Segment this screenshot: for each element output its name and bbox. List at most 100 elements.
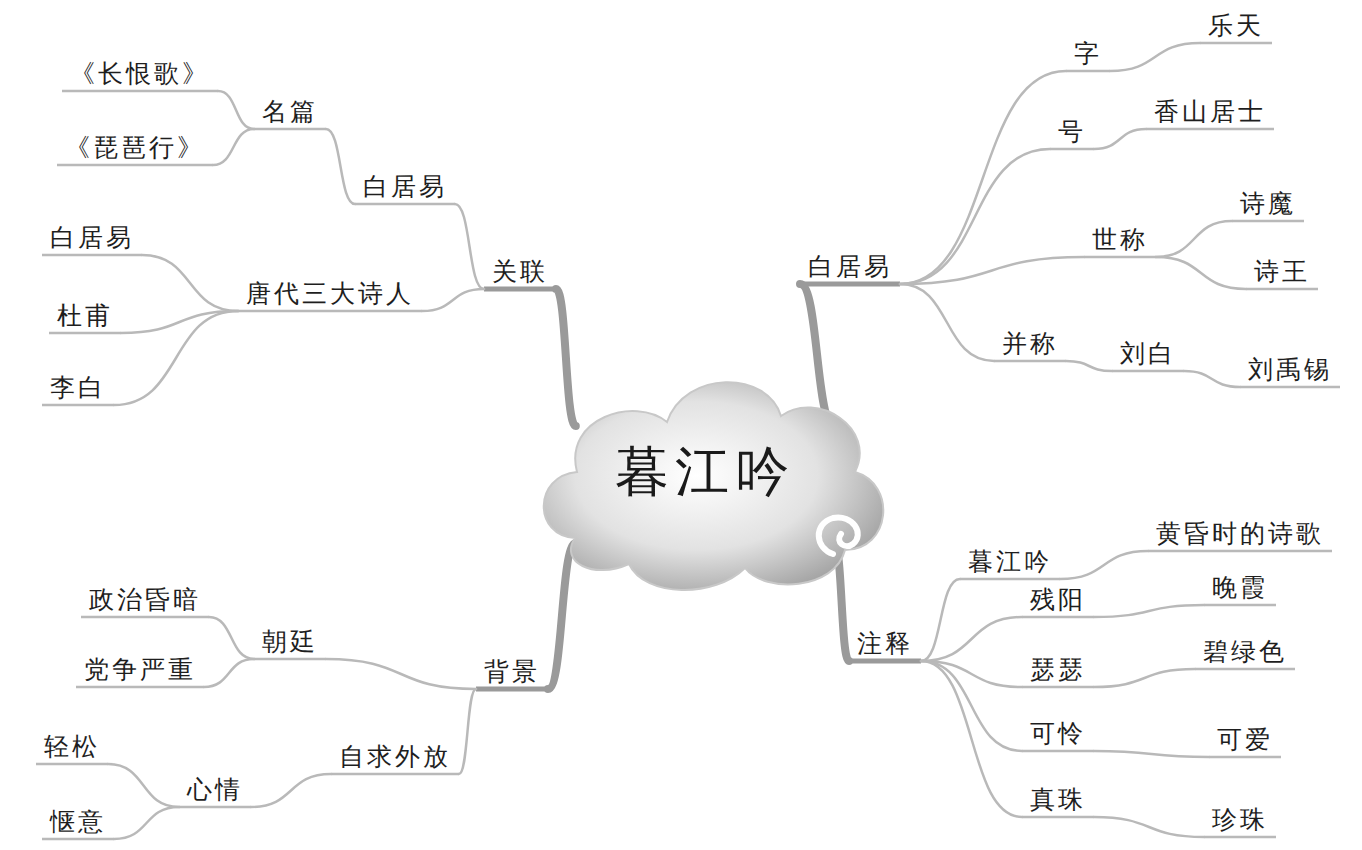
branch-topic: 朝廷 [254, 627, 326, 660]
branch-topic: 唐代三大诗人 [238, 279, 422, 312]
central-topic: 暮江吟 [515, 348, 895, 608]
topic-underline [1246, 288, 1318, 291]
topic-underline [355, 203, 455, 206]
topic-underline [179, 806, 251, 809]
topic-underline [1204, 836, 1276, 839]
sub-branch [921, 661, 1022, 817]
topic-text: 《长恨歌》 [70, 59, 210, 88]
branch-topic: 背景 [476, 657, 548, 690]
branch-topic: 名篇 [254, 97, 326, 130]
topic-underline [81, 616, 209, 619]
branch-topic: 世称 [1084, 225, 1156, 258]
branch-topic: 可爱 [1209, 725, 1281, 758]
central-title: 暮江吟 [515, 440, 895, 504]
sub-branch [326, 659, 476, 689]
sub-branch [1156, 257, 1246, 289]
topic-text: 惬意 [50, 807, 106, 836]
sub-branch [251, 774, 331, 807]
topic-text: 乐天 [1208, 11, 1264, 40]
branch-topic: 碧绿色 [1195, 637, 1295, 670]
topic-text: 自求外放 [339, 742, 451, 771]
sub-branch [1094, 129, 1146, 149]
topic-underline [1232, 220, 1304, 223]
branch-topic: 轻松 [36, 732, 108, 765]
sub-branch [1094, 817, 1204, 837]
sub-branch [422, 289, 484, 311]
topic-underline [484, 287, 556, 292]
topic-underline [36, 763, 108, 766]
branch-topic: 白居易 [42, 223, 142, 256]
topic-underline [254, 658, 326, 661]
topic-underline [1050, 148, 1094, 151]
topic-text: 轻松 [44, 732, 100, 761]
topic-text: 朝廷 [262, 627, 318, 656]
branch-topic: 号 [1050, 117, 1094, 150]
topic-underline [49, 332, 121, 335]
topic-underline [1066, 70, 1110, 73]
topic-underline [76, 686, 204, 689]
sub-branch [114, 311, 238, 405]
topic-text: 可爱 [1217, 725, 1273, 754]
branch-topic: 心情 [179, 775, 251, 808]
topic-text: 世称 [1092, 225, 1148, 254]
branch-topic: 乐天 [1200, 11, 1272, 44]
topic-underline [254, 128, 326, 131]
topic-underline [1148, 550, 1332, 553]
sub-branch [900, 284, 994, 361]
topic-underline [994, 360, 1066, 363]
topic-text: 字 [1074, 39, 1102, 68]
sub-branch [900, 71, 1066, 284]
topic-underline [42, 404, 114, 407]
branch-topic: 晚霞 [1204, 573, 1276, 606]
topic-text: 背景 [484, 657, 540, 686]
topic-underline [1209, 756, 1281, 759]
topic-text: 党争严重 [84, 655, 196, 684]
sub-branch [209, 617, 254, 659]
topic-underline [1204, 604, 1276, 607]
topic-text: 白居易 [363, 172, 447, 201]
topic-text: 白居易 [808, 252, 892, 281]
branch-topic: 自求外放 [331, 742, 459, 775]
branch-topic: 残阳 [1022, 585, 1094, 618]
sub-branch [1094, 751, 1209, 757]
topic-text: 诗魔 [1240, 189, 1296, 218]
branch-topic: 刘白 [1112, 339, 1184, 372]
main-branch [556, 289, 576, 426]
branch-topic: 可怜 [1022, 719, 1094, 752]
branch-topic: 黄昏时的诗歌 [1148, 519, 1332, 552]
sub-branch [921, 617, 1022, 661]
branch-topic: 真珠 [1022, 785, 1094, 818]
branch-topic: 瑟瑟 [1022, 655, 1094, 688]
sub-branch [1066, 361, 1112, 371]
sub-branch [1094, 605, 1204, 617]
sub-branch [1184, 371, 1240, 387]
topic-underline [960, 578, 1060, 581]
topic-text: 名篇 [262, 97, 318, 126]
topic-underline [1146, 128, 1274, 131]
branch-topic: 诗魔 [1232, 189, 1304, 222]
sub-branch [326, 129, 355, 204]
topic-text: 白居易 [50, 223, 134, 252]
topic-text: 政治昏暗 [89, 585, 201, 614]
sub-branch [108, 764, 179, 807]
topic-underline [849, 659, 921, 664]
branch-topic: 《琵琶行》 [57, 133, 213, 166]
sub-branch [218, 91, 254, 129]
branch-topic: 香山居士 [1146, 97, 1274, 130]
topic-text: 残阳 [1030, 585, 1086, 614]
main-branch [800, 284, 834, 426]
topic-text: 真珠 [1030, 785, 1086, 814]
topic-text: 刘禹锡 [1248, 355, 1332, 384]
topic-text: 杜甫 [57, 301, 113, 330]
topic-text: 晚霞 [1212, 573, 1268, 602]
topic-underline [1195, 668, 1295, 671]
sub-branch [1110, 43, 1200, 71]
topic-text: 暮江吟 [968, 547, 1052, 576]
branch-topic: 政治昏暗 [81, 585, 209, 618]
sub-branch [455, 204, 484, 289]
topic-underline [57, 164, 213, 167]
branch-topic: 珍珠 [1204, 805, 1276, 838]
branch-topic: 暮江吟 [960, 547, 1060, 580]
topic-text: 注释 [857, 629, 913, 658]
